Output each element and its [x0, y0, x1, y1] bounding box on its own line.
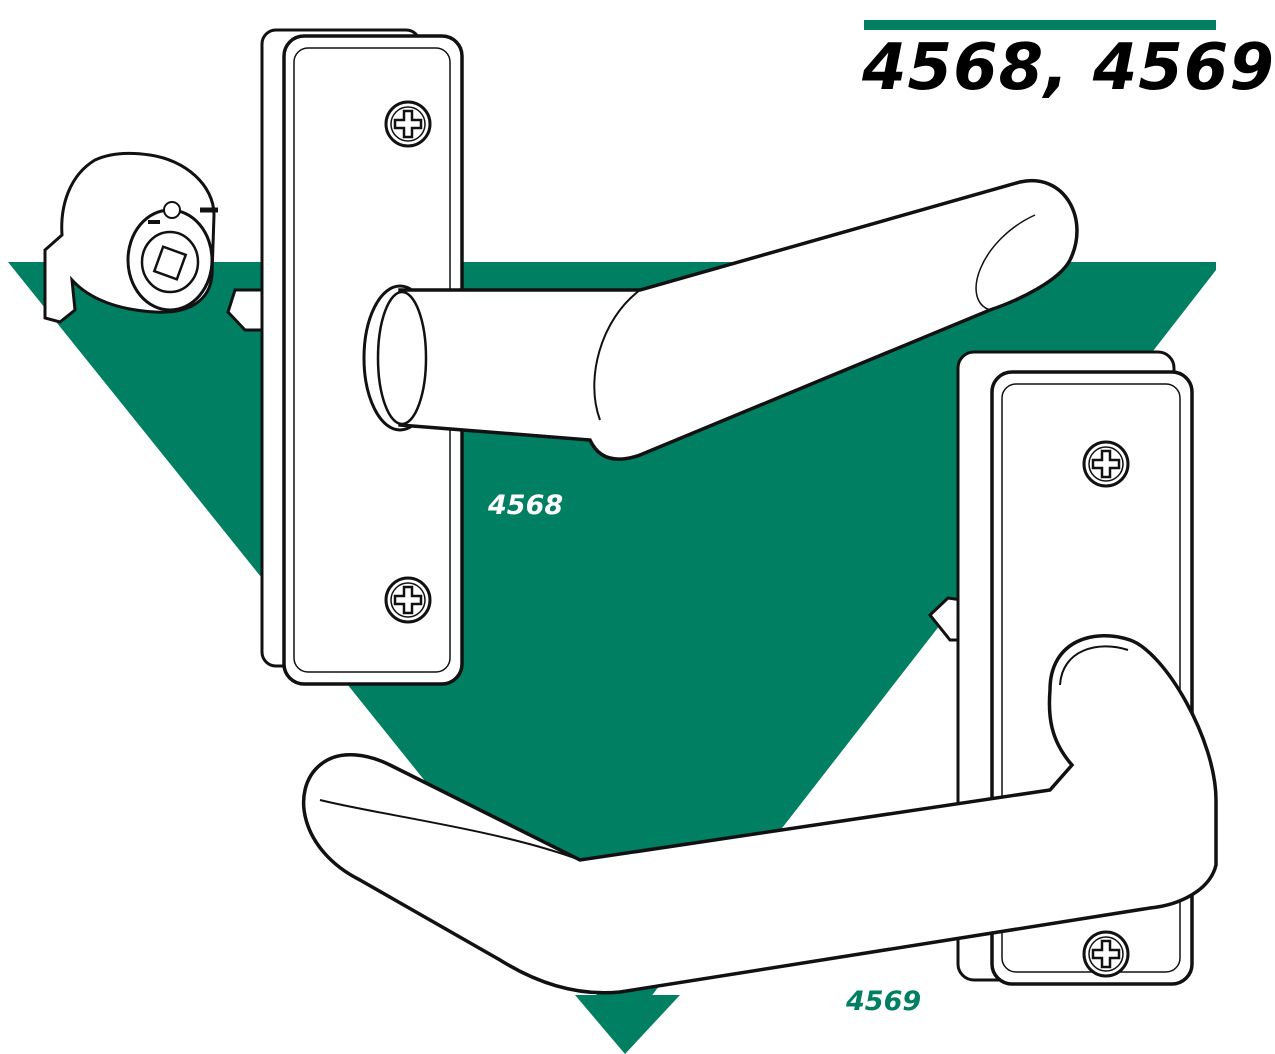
phillips-screw-icon [1082, 440, 1130, 488]
product-illustration: 4568, 4569 4568 4569 [8, 20, 1274, 1054]
lever-trim-drawing [8, 28, 1218, 1054]
model-label-4568: 4568 [488, 490, 564, 521]
title-rule [864, 20, 1216, 30]
lever-handle-4569 [301, 633, 1218, 995]
page-title: 4568, 4569 [862, 31, 1275, 105]
green-triangle-tip [575, 995, 680, 1054]
model-label-4569: 4569 [846, 986, 922, 1017]
phillips-screw-icon [1082, 930, 1130, 978]
phillips-screw-icon [384, 576, 432, 624]
cylinder-cam-icon [43, 151, 218, 324]
lever-handle-4568 [362, 178, 1079, 461]
spindle [226, 288, 264, 332]
phillips-screw-icon [384, 100, 432, 148]
